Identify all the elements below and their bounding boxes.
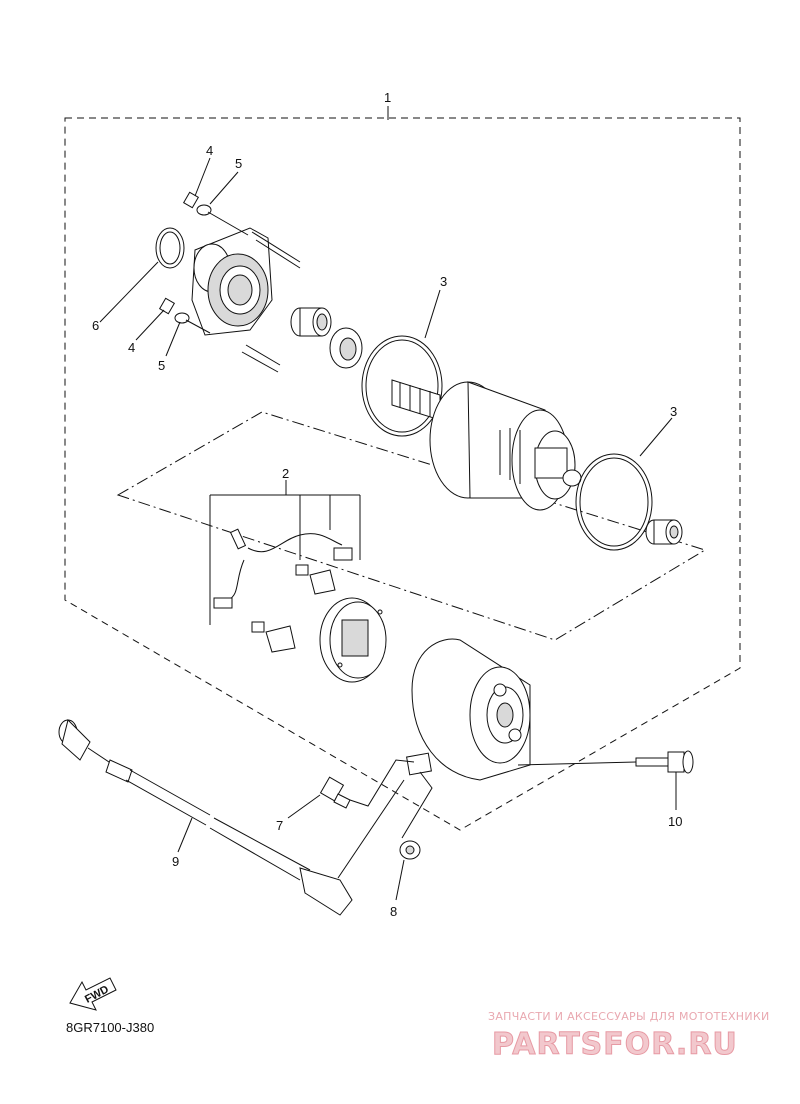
assembly-boundary xyxy=(64,117,741,831)
callout-2: 2 xyxy=(282,466,289,481)
callout-10: 10 xyxy=(668,814,682,829)
armature-yoke xyxy=(391,379,582,511)
oil-seal xyxy=(329,327,363,369)
watermark-brand: PARTSFOR.RU xyxy=(492,1027,738,1062)
brush-assembly xyxy=(209,494,387,683)
callout-1: 1 xyxy=(384,90,391,105)
callout-9: 9 xyxy=(172,854,179,869)
leader-lines xyxy=(99,106,677,901)
o-ring-rear xyxy=(575,453,653,551)
callout-4b: 4 xyxy=(128,340,135,355)
callout-7: 7 xyxy=(276,818,283,833)
bearing xyxy=(290,307,332,337)
bolt-lower xyxy=(158,297,211,334)
brush-holder-plane xyxy=(116,411,707,641)
watermark-tagline: ЗАПЧАСТИ И АКСЕССУАРЫ ДЛЯ МОТОТЕХНИКИ xyxy=(488,1010,770,1023)
o-ring-front xyxy=(361,335,443,437)
diagram-code: 8GR7100-J380 xyxy=(66,1020,154,1035)
callout-3b: 3 xyxy=(670,404,677,419)
nut-7 xyxy=(319,776,351,809)
fwd-label: FWD xyxy=(83,983,111,1005)
callout-5a: 5 xyxy=(235,156,242,171)
front-cover xyxy=(155,227,301,373)
rear-cover xyxy=(406,638,531,781)
nut-8 xyxy=(399,840,421,860)
bolt-upper xyxy=(182,191,249,236)
fwd-arrow-icon: FWD xyxy=(69,977,117,1011)
callout-5b: 5 xyxy=(158,358,165,373)
callout-6: 6 xyxy=(92,318,99,333)
callout-3a: 3 xyxy=(440,274,447,289)
starter-cable xyxy=(58,719,353,916)
bolt-10 xyxy=(635,750,694,774)
bushing xyxy=(645,519,683,545)
callout-4a: 4 xyxy=(206,143,213,158)
callout-8: 8 xyxy=(390,904,397,919)
